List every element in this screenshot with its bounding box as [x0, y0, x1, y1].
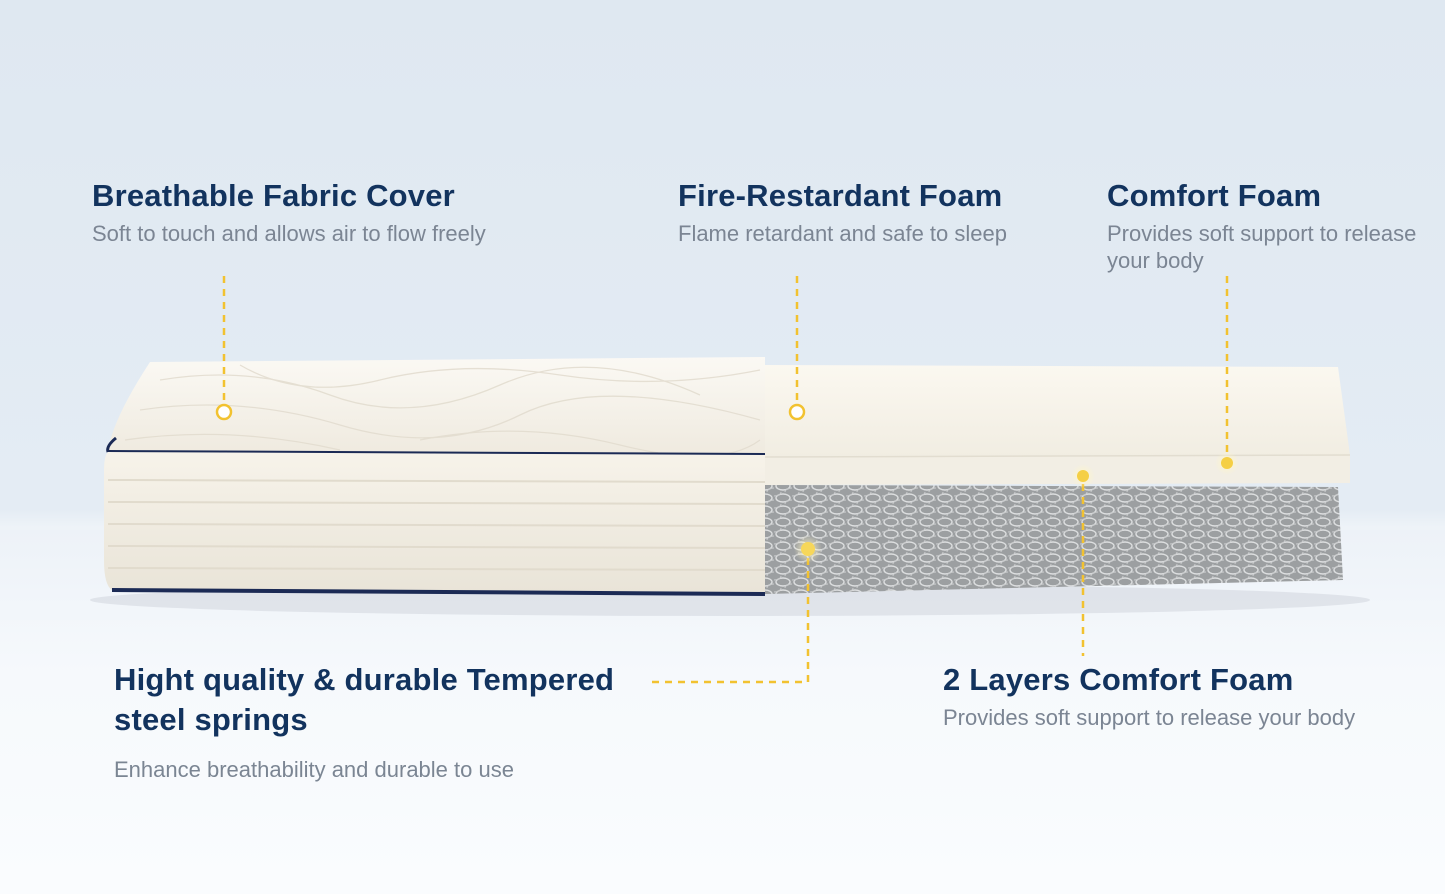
dot-two-layers: [1077, 470, 1089, 482]
callout-fabric-cover: Breathable Fabric Cover Soft to touch an…: [92, 176, 612, 247]
callout-steel-springs: Hight quality & durable Tempered steel s…: [114, 660, 674, 783]
callout-description: Enhance breathability and durable to use: [114, 757, 514, 782]
dot-springs: [801, 542, 815, 556]
dot-comfort-foam: [1221, 457, 1233, 469]
callout-description: Soft to touch and allows air to flow fre…: [92, 221, 486, 246]
fire-retardant-foam-layer: [765, 365, 1350, 457]
callout-description: Flame retardant and safe to sleep: [678, 221, 1007, 246]
dot-fabric: [215, 403, 233, 421]
callout-title: Fire-Restardant Foam: [678, 178, 1003, 213]
callout-description: Provides soft support to release your bo…: [1107, 221, 1417, 273]
callout-title: Breathable Fabric Cover: [92, 178, 455, 213]
callout-fire-retardant-foam: Fire-Restardant Foam Flame retardant and…: [678, 176, 1098, 247]
callout-description: Provides soft support to release your bo…: [943, 705, 1356, 730]
callout-title: Comfort Foam: [1107, 178, 1322, 213]
fabric-cover-top: [108, 357, 765, 455]
side-stitching: [107, 479, 766, 571]
dot-fire-foam: [788, 403, 806, 421]
comfort-foam-layer: [765, 455, 1350, 485]
callout-two-layers-comfort-foam: 2 Layers Comfort Foam Provides soft supp…: [943, 660, 1433, 731]
spring-layer: [765, 485, 1343, 594]
side-panel: [104, 452, 765, 593]
bottom-piping: [111, 588, 766, 596]
callout-dots: [215, 403, 1239, 563]
callout-title: Hight quality & durable Tempered steel s…: [114, 662, 615, 737]
leader-lines: [222, 276, 1229, 684]
callout-comfort-foam: Comfort Foam Provides soft support to re…: [1107, 176, 1427, 274]
callout-title: 2 Layers Comfort Foam: [943, 662, 1294, 697]
